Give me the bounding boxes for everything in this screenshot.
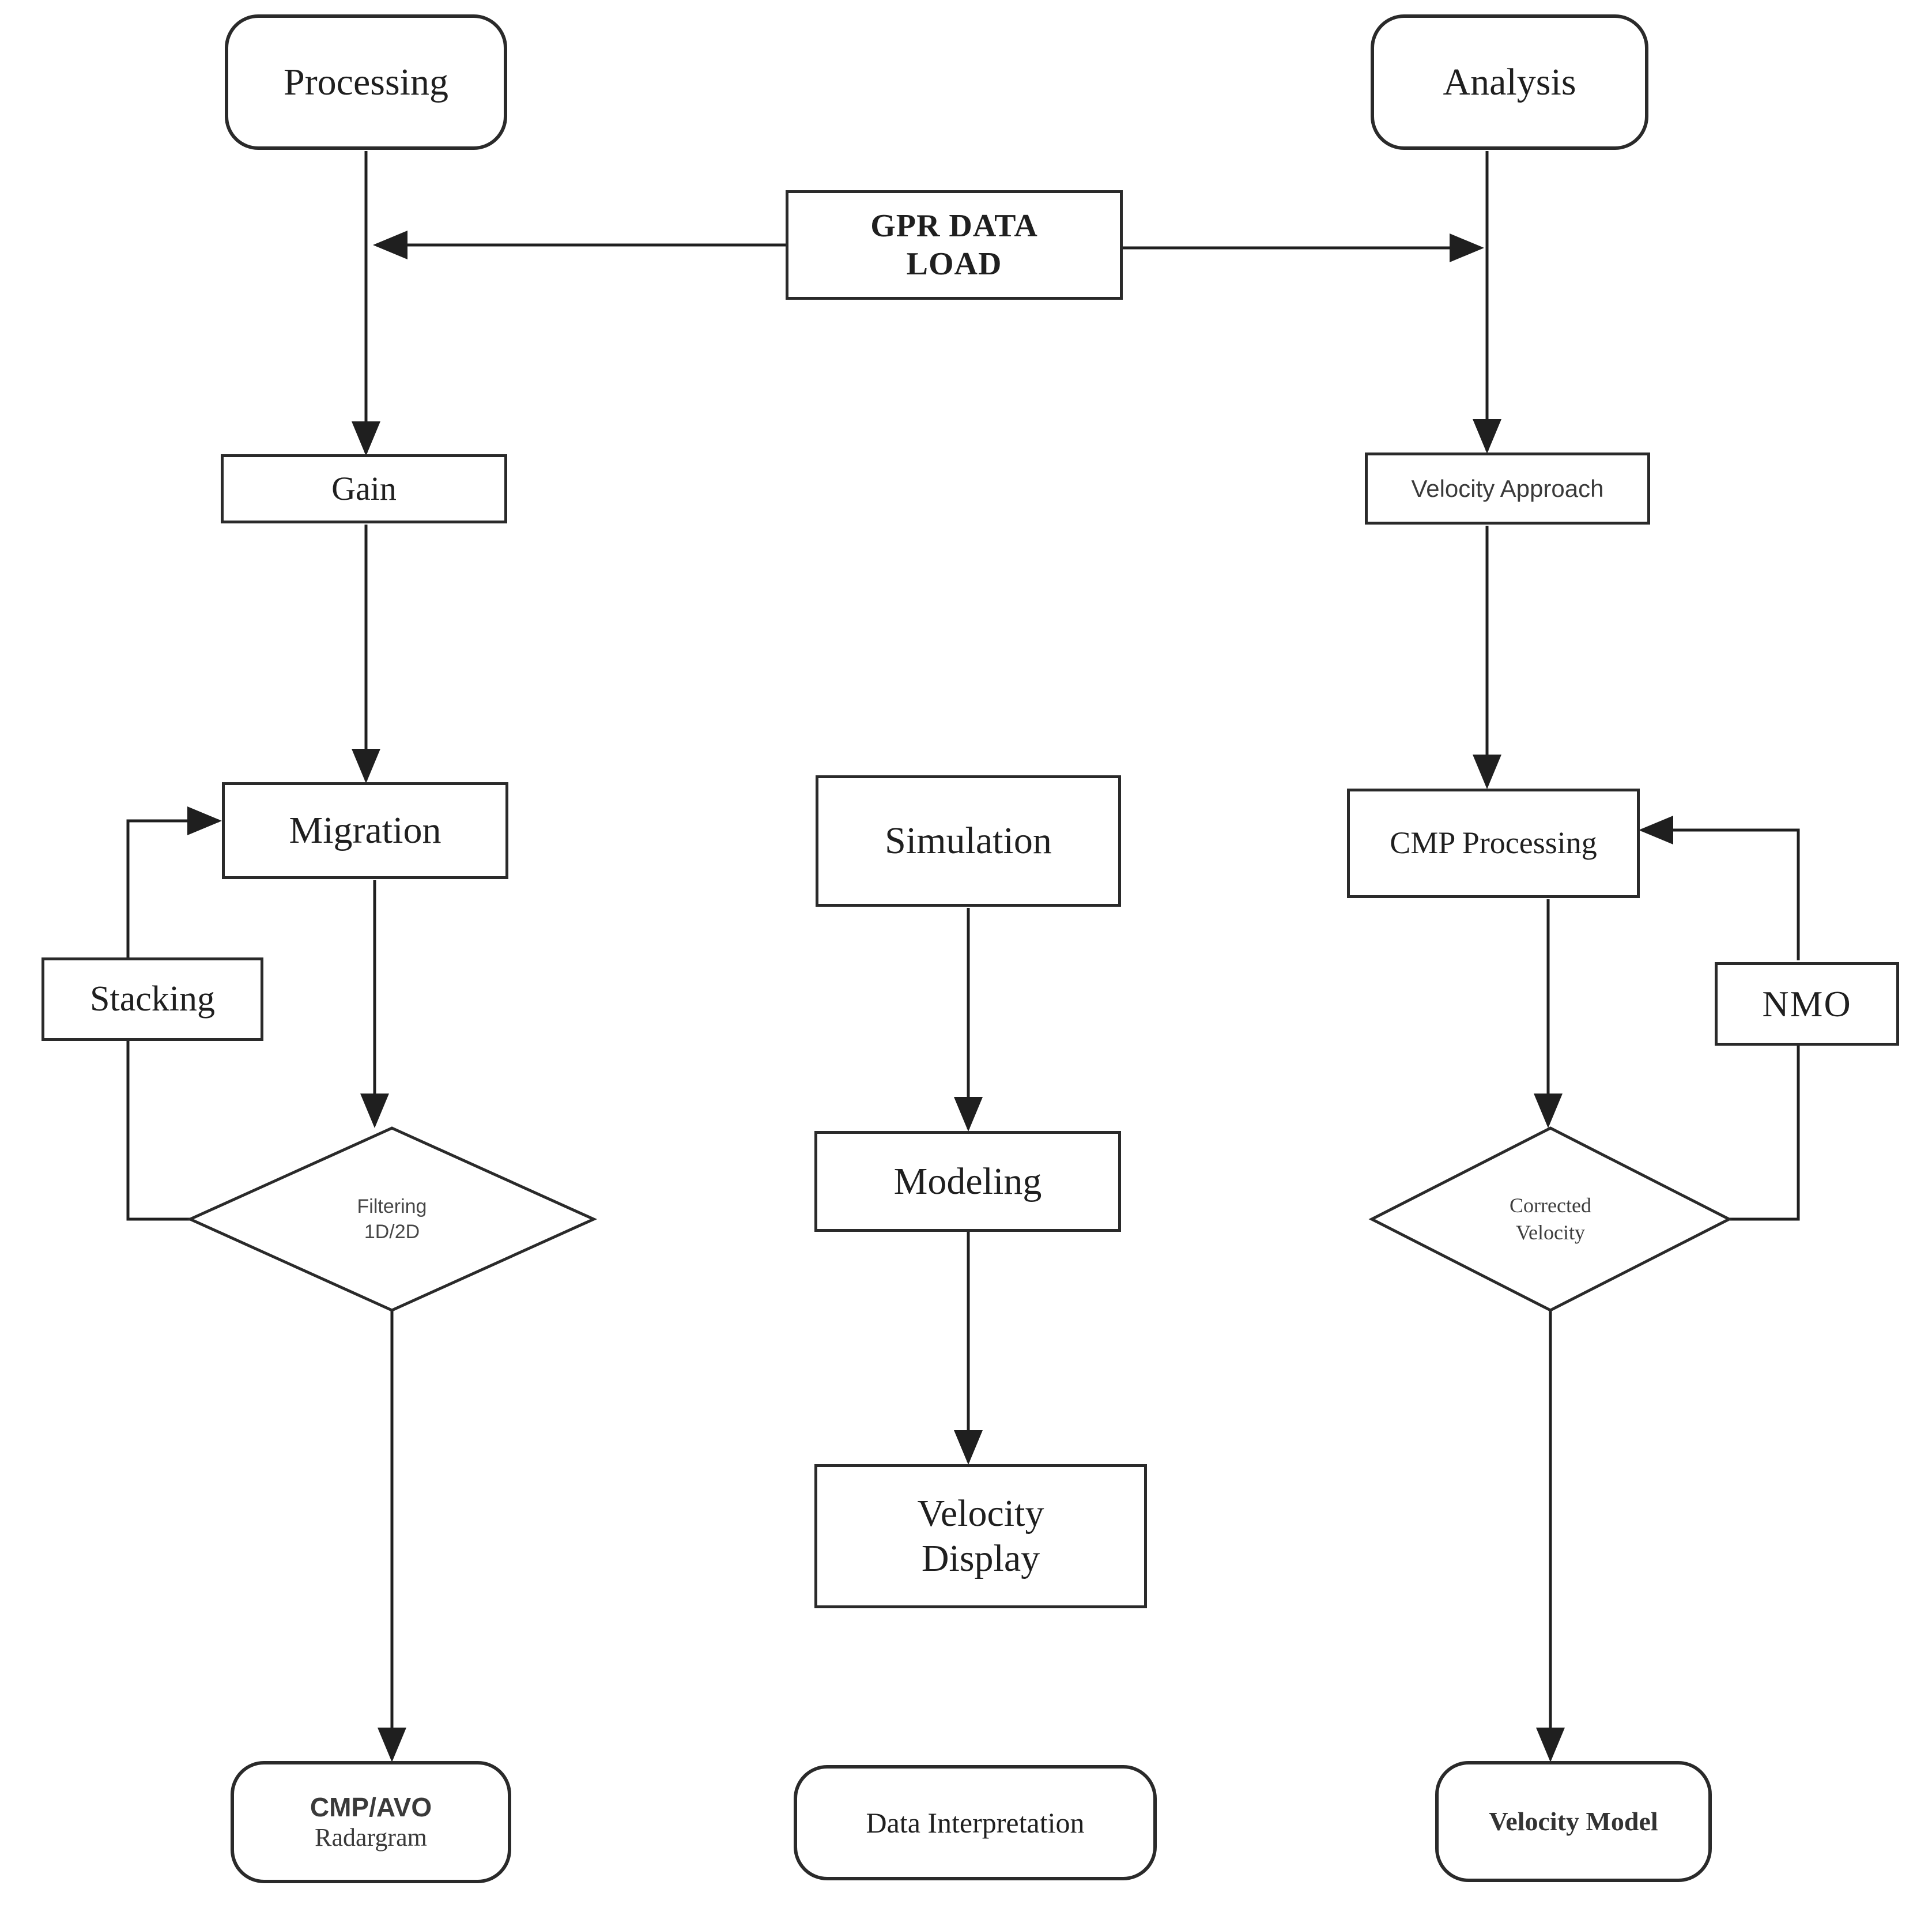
edge-filtering-to-stacking <box>126 1041 190 1221</box>
node-simulation: Simulation <box>816 775 1121 907</box>
node-velocity-approach-label: Velocity Approach <box>1411 474 1604 502</box>
node-simulation-label: Simulation <box>885 820 1052 862</box>
node-velocity-approach: Velocity Approach <box>1365 453 1650 525</box>
node-filtering-line1: Filtering <box>357 1195 427 1217</box>
node-velocity-display: Velocity Display <box>814 1464 1147 1608</box>
node-gain: Gain <box>221 454 507 523</box>
edge-corrected-to-nmo <box>1729 1045 1800 1221</box>
node-modeling-label: Modeling <box>893 1160 1042 1202</box>
node-gpr-data-load: GPR DATA LOAD <box>786 190 1123 300</box>
node-modeling: Modeling <box>814 1131 1121 1232</box>
node-filtering-line2: 1D/2D <box>364 1221 420 1243</box>
node-velocity-display-line1: Velocity <box>917 1492 1044 1535</box>
node-processing: Processing <box>225 14 507 150</box>
node-filtering-decision: Filtering 1D/2D <box>277 1170 507 1268</box>
node-data-interpretation-label: Data Interpretation <box>866 1806 1085 1839</box>
node-nmo: NMO <box>1715 962 1899 1046</box>
node-stacking-label: Stacking <box>90 979 215 1019</box>
node-cmp-avo-line2: Radargram <box>315 1823 427 1852</box>
node-velocity-model-label: Velocity Model <box>1489 1806 1658 1836</box>
node-analysis-label: Analysis <box>1443 61 1576 103</box>
node-data-interpretation: Data Interpretation <box>794 1765 1157 1880</box>
node-corrected-velocity-line2: Velocity <box>1516 1221 1585 1244</box>
edge-nmo-to-cmpprocessing <box>1639 816 1800 960</box>
node-cmp-processing-label: CMP Processing <box>1390 825 1597 861</box>
node-migration: Migration <box>222 782 508 879</box>
edge-stacking-to-migration <box>126 806 222 957</box>
node-gpr-data-load-line1: GPR DATA <box>870 208 1038 244</box>
node-gpr-data-load-line2: LOAD <box>906 246 1002 282</box>
node-cmp-avo-line1: CMP/AVO <box>310 1792 432 1822</box>
corrected-velocity-diamond-shape <box>1368 1126 1733 1312</box>
node-nmo-label: NMO <box>1762 983 1852 1024</box>
node-stacking: Stacking <box>41 957 263 1041</box>
node-corrected-velocity-decision: Corrected Velocity <box>1435 1170 1666 1268</box>
node-cmp-processing: CMP Processing <box>1347 789 1640 898</box>
node-cmp-avo-radargram: CMP/AVO Radargram <box>231 1761 511 1883</box>
node-migration-label: Migration <box>289 809 442 852</box>
node-velocity-display-line2: Display <box>921 1537 1040 1579</box>
node-gain-label: Gain <box>331 469 397 507</box>
node-velocity-model: Velocity Model <box>1435 1761 1712 1882</box>
node-processing-label: Processing <box>284 61 448 103</box>
node-corrected-velocity-line1: Corrected <box>1510 1194 1591 1217</box>
filtering-diamond-shape <box>186 1126 598 1312</box>
node-analysis: Analysis <box>1371 14 1648 150</box>
